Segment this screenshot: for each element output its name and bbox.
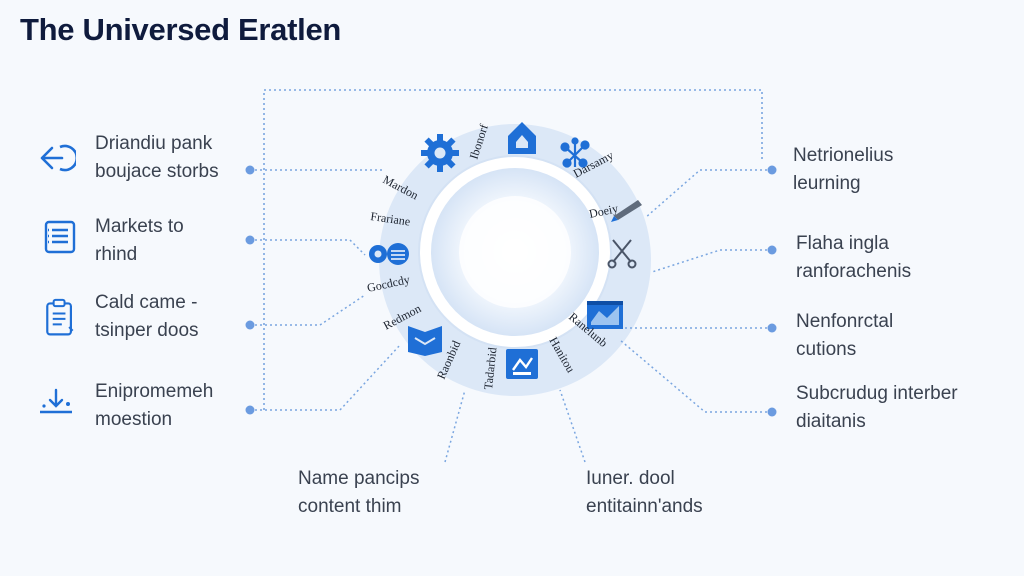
connector-left-2 xyxy=(250,239,366,256)
download-tray-icon xyxy=(36,384,76,424)
frame-connector xyxy=(263,89,763,410)
left-label-3: Cald came -tsinper doos xyxy=(95,292,199,341)
ring-label-left: Frariane xyxy=(370,209,412,228)
connector-right-1 xyxy=(644,169,772,219)
ring-label-right: Doeiy xyxy=(588,201,620,221)
left-connector-dots xyxy=(245,165,255,415)
gear-icon xyxy=(421,134,459,172)
house-icon xyxy=(508,122,536,154)
book-icon xyxy=(408,326,442,356)
bottom-connectors xyxy=(444,389,586,463)
connector-left-4 xyxy=(250,344,401,411)
chart-panel-icon xyxy=(587,301,623,329)
exit-arrow-icon xyxy=(36,138,79,178)
right-connector-dots xyxy=(767,165,777,417)
page-title: The Universed Eratlen xyxy=(20,12,342,47)
connector-bottom-1 xyxy=(444,389,466,463)
connector-right-4 xyxy=(619,339,772,413)
pencil-icon xyxy=(611,200,642,222)
ring-label-bottom-2: Tadarbid xyxy=(481,347,499,391)
right-connectors xyxy=(619,169,772,413)
layers-badge-icon xyxy=(369,243,409,265)
network-icon xyxy=(560,137,590,168)
dashboard-icon xyxy=(506,349,538,379)
connector-bottom-2 xyxy=(559,389,586,463)
connector-right-2 xyxy=(651,249,772,273)
connector-left-3 xyxy=(250,294,366,326)
clipboard-icon xyxy=(40,298,80,338)
list-document-icon xyxy=(40,217,80,257)
left-connectors xyxy=(250,169,401,411)
scissors-icon xyxy=(607,239,637,269)
